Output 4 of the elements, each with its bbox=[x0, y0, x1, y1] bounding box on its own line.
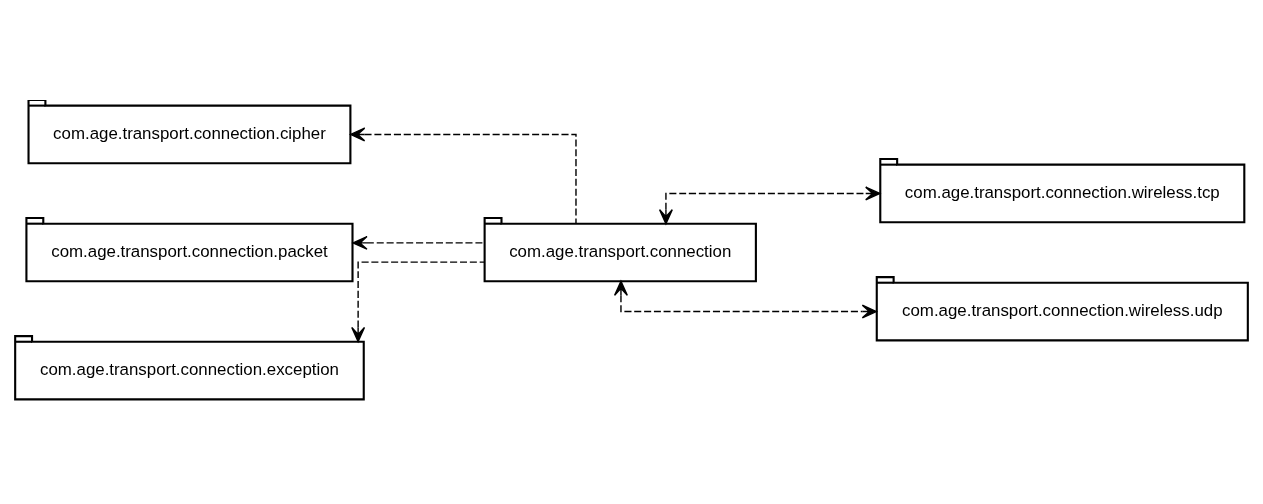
arrow bbox=[658, 185, 881, 224]
arrow bbox=[352, 235, 485, 250]
arrow bbox=[613, 280, 878, 319]
arrow bbox=[351, 260, 486, 342]
